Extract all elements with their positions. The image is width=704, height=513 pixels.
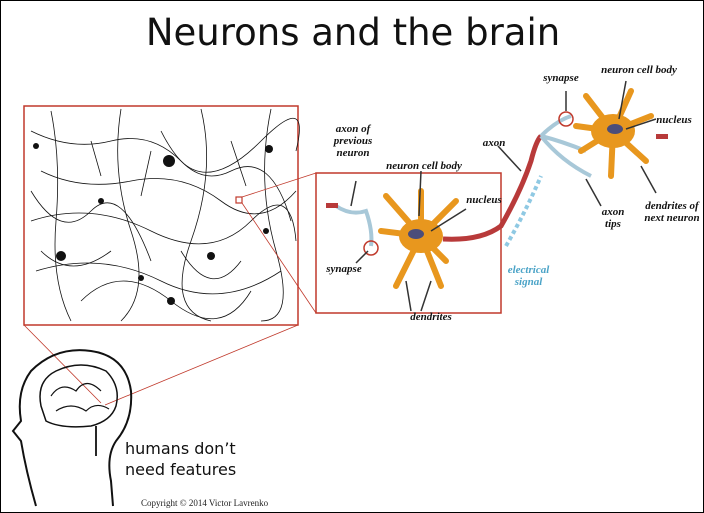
right-neuron — [559, 91, 668, 176]
label-cell-body-right: neuron cell body — [589, 64, 689, 76]
caption-humans: humans don’t need features — [125, 438, 245, 480]
label-synapse-left: synapse — [319, 263, 369, 275]
label-nucleus-right: nucleus — [649, 114, 699, 126]
label-nucleus-left: nucleus — [459, 194, 509, 206]
label-axon: axon — [479, 137, 509, 149]
label-dendrites: dendrites — [396, 311, 466, 323]
label-synapse-right: synapse — [536, 72, 586, 84]
label-axon-tips: axon tips — [598, 206, 628, 230]
copyright-text: Copyright © 2014 Victor Lavrenko — [141, 498, 268, 508]
label-axon-prev: axon of previous neuron — [328, 123, 378, 159]
label-dendrites-next: dendrites of next neuron — [641, 200, 703, 224]
axon-path — [443, 136, 541, 239]
label-electrical-signal: electrical signal — [501, 264, 556, 288]
label-cell-body-left: neuron cell body — [374, 160, 474, 172]
neural-tissue-micrograph — [24, 106, 299, 325]
